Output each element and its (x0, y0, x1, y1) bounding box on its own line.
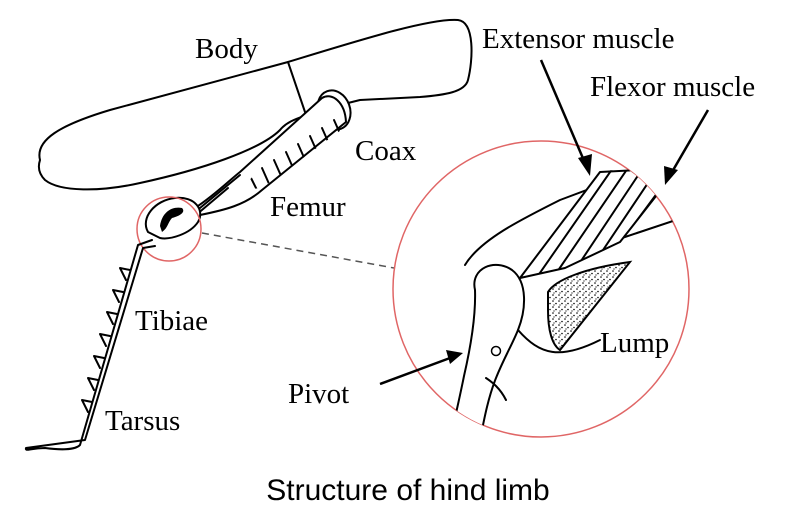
body-shape (37, 18, 473, 191)
lump-region (547, 260, 633, 352)
tibia-segment (24, 239, 156, 451)
label-extensor-muscle: Extensor muscle (482, 23, 674, 55)
label-flexor-muscle: Flexor muscle (590, 71, 755, 103)
label-pivot: Pivot (288, 378, 349, 410)
pivot-arrow (379, 350, 463, 386)
zoom-connector (201, 232, 395, 269)
highlight-circle (136, 196, 202, 262)
zoom-contents (449, 149, 689, 437)
label-tibiae: Tibiae (135, 305, 208, 337)
flexor-arrow (664, 109, 710, 185)
label-body: Body (195, 33, 258, 65)
figure-caption: Structure of hind limb (266, 474, 549, 507)
label-femur: Femur (270, 191, 346, 223)
label-tarsus: Tarsus (105, 405, 180, 437)
femur-segment (194, 95, 347, 216)
label-lump: Lump (600, 327, 669, 359)
extensor-arrow (539, 59, 592, 176)
tibia-spines (81, 267, 131, 413)
knee-joint (145, 196, 202, 240)
label-coax: Coax (355, 135, 417, 167)
